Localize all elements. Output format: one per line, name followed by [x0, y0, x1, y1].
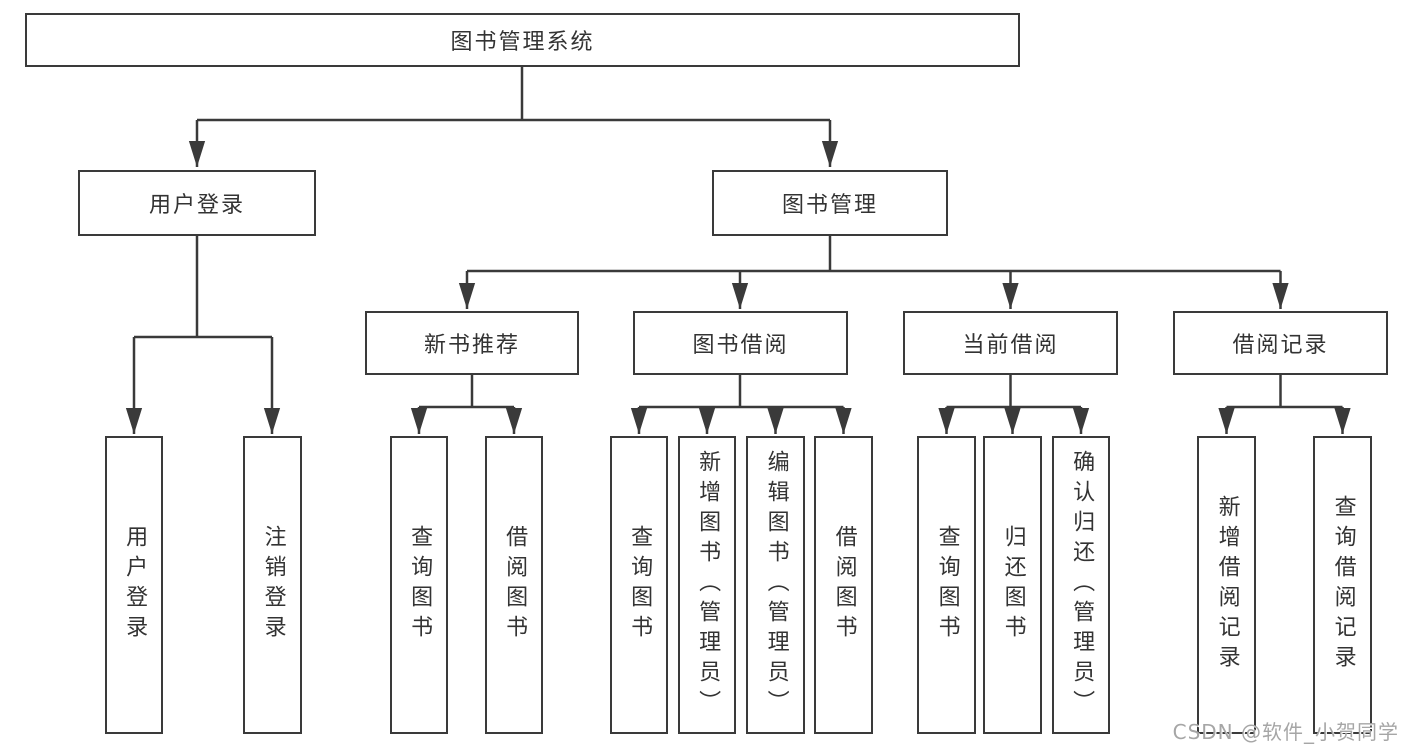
- connector-root-to-level2: [188, 67, 839, 167]
- node-book-borrowing: 图书借阅: [633, 311, 848, 375]
- leaf-query-books-under-borrowing-label: 查询图书: [627, 525, 653, 645]
- csdn-watermark: CSDN @软件_小贺同学: [1172, 720, 1399, 744]
- leaf-add-borrow-record-label: 新增借阅记录: [1214, 495, 1240, 675]
- leaf-query-books-under-current: 查询图书: [917, 436, 976, 734]
- leaf-query-books-under-new-book: 查询图书: [390, 436, 448, 734]
- leaf-borrow-books-under-new-book: 借阅图书: [485, 436, 543, 734]
- leaf-user-login-label: 用户登录: [122, 525, 148, 645]
- node-root: 图书管理系统: [25, 13, 1020, 67]
- connector-borrowing-records-to-leaves: [1218, 375, 1351, 434]
- leaf-user-login: 用户登录: [105, 436, 163, 734]
- connector-user-login-to-leaves: [125, 236, 281, 434]
- leaf-query-borrow-record-label: 查询借阅记录: [1330, 495, 1356, 675]
- leaf-borrow-books-under-borrowing: 借阅图书: [814, 436, 873, 734]
- leaf-query-borrow-record: 查询借阅记录: [1313, 436, 1372, 734]
- connector-new-book-to-leaves: [410, 375, 523, 434]
- leaf-add-borrow-record: 新增借阅记录: [1197, 436, 1256, 734]
- leaf-return-books: 归还图书: [983, 436, 1042, 734]
- leaf-confirm-return-admin-label: 确认归还（管理员）: [1069, 450, 1095, 720]
- node-current-borrowing: 当前借阅: [903, 311, 1118, 375]
- leaf-add-books-admin-label: 新增图书（管理员）: [695, 450, 721, 720]
- node-new-book-recommendation: 新书推荐: [365, 311, 579, 375]
- leaf-query-books-under-current-label: 查询图书: [934, 525, 960, 645]
- leaf-return-books-label: 归还图书: [1000, 525, 1026, 645]
- node-borrowing-records: 借阅记录: [1173, 311, 1388, 375]
- node-book-management: 图书管理: [712, 170, 948, 236]
- leaf-query-books-under-new-book-label: 查询图书: [407, 525, 433, 645]
- leaf-confirm-return-admin: 确认归还（管理员）: [1052, 436, 1110, 734]
- leaf-query-books-under-borrowing: 查询图书: [610, 436, 668, 734]
- leaf-borrow-books-under-borrowing-label: 借阅图书: [831, 525, 857, 645]
- connector-book-borrowing-to-leaves: [630, 375, 852, 434]
- connector-book-management-to-level3: [458, 236, 1289, 309]
- leaf-borrow-books-under-new-book-label: 借阅图书: [502, 525, 528, 645]
- leaf-logout: 注销登录: [243, 436, 302, 734]
- leaf-edit-books-admin-label: 编辑图书（管理员）: [763, 450, 789, 720]
- connector-current-borrowing-to-leaves: [938, 375, 1090, 434]
- node-user-login: 用户登录: [78, 170, 316, 236]
- leaf-logout-label: 注销登录: [260, 525, 286, 645]
- leaf-add-books-admin: 新增图书（管理员）: [678, 436, 736, 734]
- leaf-edit-books-admin: 编辑图书（管理员）: [746, 436, 805, 734]
